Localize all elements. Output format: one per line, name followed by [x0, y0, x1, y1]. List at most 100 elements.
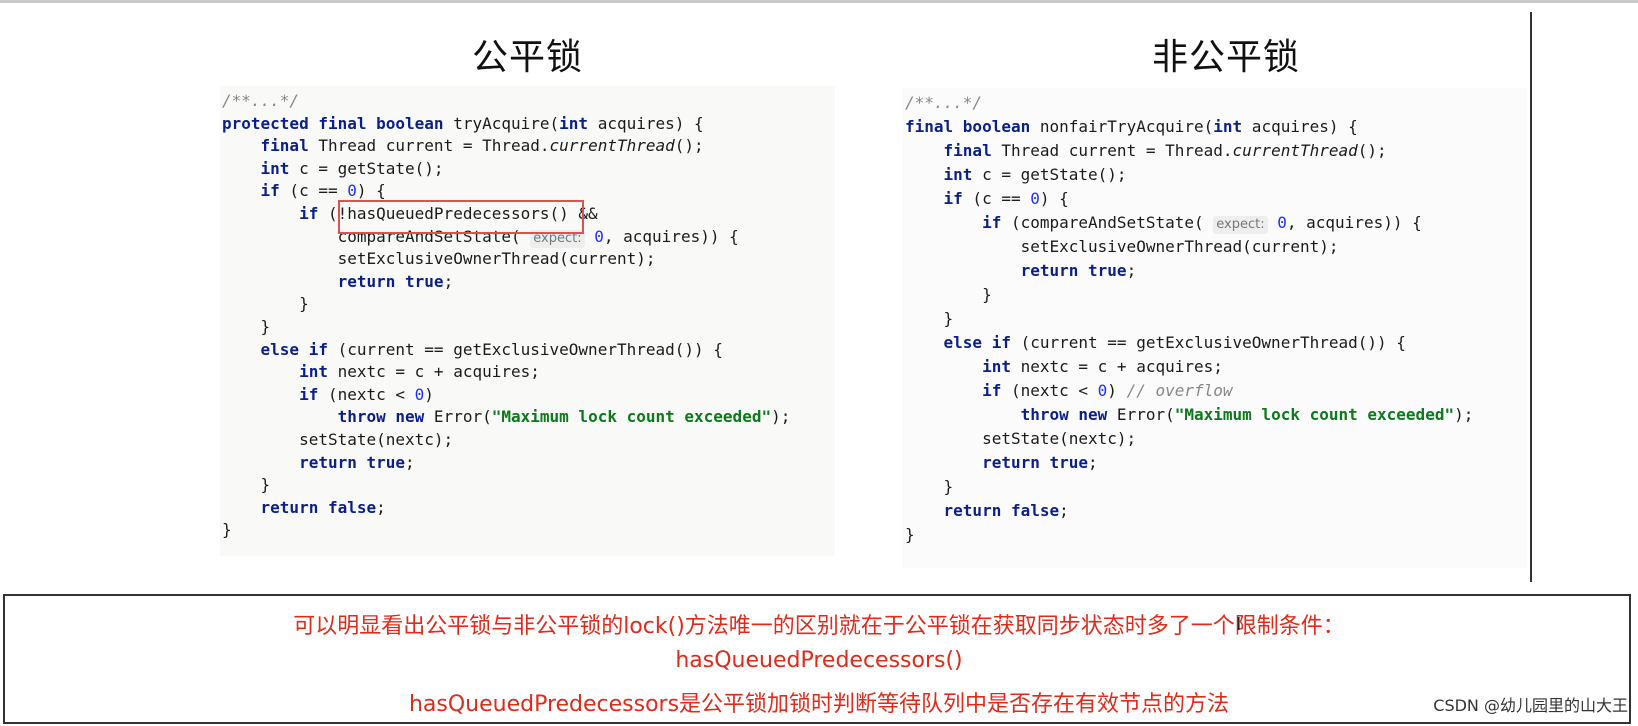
code-token: Thread current = Thread. — [991, 141, 1233, 160]
fair-code-background — [220, 86, 835, 556]
code-token: setExclusiveOwnerThread(current); — [905, 237, 1339, 256]
code-token: nonfairTryAcquire( — [1030, 117, 1214, 136]
code-token: ; — [376, 497, 386, 517]
fair-lock-title: 公平锁 — [472, 37, 584, 78]
code-token: nextc = c + acquires; — [327, 362, 540, 382]
code-token: if — [299, 204, 319, 223]
code-token: ; — [405, 452, 415, 472]
code-line: int c = getState(); — [905, 164, 1127, 186]
code-token: if — [299, 384, 319, 404]
code-token: return false — [260, 497, 377, 517]
code-token — [222, 136, 261, 155]
code-token: Error( — [424, 407, 492, 427]
code-token: 0 — [347, 181, 357, 201]
code-token: 0 — [414, 384, 425, 404]
code-token: protected final boolean — [222, 113, 444, 133]
code-token: return false — [943, 501, 1060, 520]
code-token: } — [222, 520, 232, 540]
code-token: return true — [337, 271, 444, 291]
code-line: compareAndSetState( expect: 0, acquires)… — [222, 226, 739, 248]
code-token: } — [222, 294, 309, 314]
code-token: /**...*/ — [222, 91, 300, 110]
code-token: nextc = c + acquires; — [1010, 357, 1223, 376]
explanation-line-2: hasQueuedPredecessors() — [675, 648, 963, 673]
code-token: (); — [1357, 141, 1387, 160]
code-token: (compareAndSetState( — [1001, 213, 1214, 232]
code-token — [905, 501, 944, 520]
code-line: int nextc = c + acquires; — [905, 356, 1223, 378]
code-token: return true — [982, 453, 1089, 472]
code-line: int nextc = c + acquires; — [222, 361, 540, 383]
code-token: int — [1213, 117, 1243, 136]
code-line: int c = getState(); — [222, 158, 444, 180]
code-token: acquires) { — [588, 113, 704, 133]
code-token: ) — [424, 384, 434, 404]
code-token: ); — [1454, 405, 1474, 424]
code-token: , acquires)) { — [603, 226, 739, 246]
code-token: 0 — [1030, 189, 1040, 208]
code-line: throw new Error("Maximum lock count exce… — [905, 404, 1474, 426]
code-token: return true — [299, 452, 406, 472]
csdn-watermark: CSDN @幼儿园里的山大王 — [1433, 696, 1628, 715]
code-line: return false; — [905, 500, 1069, 522]
code-line: if (nextc < 0) // overflow — [905, 380, 1232, 402]
code-token: } — [905, 309, 954, 328]
code-token: 0 — [1277, 213, 1287, 232]
code-token: Error( — [1107, 405, 1175, 424]
code-token: currentThread — [1232, 141, 1358, 160]
code-token: "Maximum lock count exceeded" — [491, 407, 772, 427]
code-token — [222, 181, 261, 200]
code-token: tryAcquire( — [443, 113, 560, 133]
code-token: ; — [1126, 261, 1137, 280]
code-token: (c == — [962, 189, 1031, 208]
code-token: c = getState(); — [289, 158, 444, 178]
code-token: ; — [1088, 453, 1098, 472]
code-token: } — [905, 525, 915, 544]
code-token — [222, 362, 299, 381]
code-token: ) { — [356, 181, 386, 201]
code-token: ; — [443, 271, 454, 291]
code-token: } — [222, 475, 271, 495]
code-token: final boolean — [905, 117, 1031, 136]
code-token: (current == getExclusiveOwnerThread()) { — [1010, 333, 1406, 352]
code-line: } — [222, 519, 232, 541]
parameter-hint: expect: — [530, 229, 585, 248]
code-token: (current == getExclusiveOwnerThread()) { — [327, 339, 723, 359]
code-token: (c == — [279, 181, 348, 201]
code-token — [585, 227, 595, 246]
code-line: setExclusiveOwnerThread(current); — [222, 248, 656, 270]
code-token — [222, 385, 299, 404]
code-token — [905, 165, 944, 184]
code-line: if (compareAndSetState( expect: 0, acqui… — [905, 212, 1422, 234]
code-token: int — [943, 165, 973, 184]
code-token — [222, 498, 261, 517]
code-token — [905, 141, 944, 160]
has-queued-predecessors-highlight — [338, 200, 584, 234]
code-token: ) — [1107, 381, 1127, 400]
code-line: } — [905, 308, 954, 330]
code-line: final Thread current = Thread.currentThr… — [905, 140, 1387, 162]
code-line: } — [222, 316, 271, 338]
code-line: if (nextc < 0) — [222, 384, 434, 406]
code-line: return true; — [222, 271, 454, 293]
text-cursor-icon: I — [1236, 614, 1242, 635]
code-token: if — [982, 213, 1002, 232]
code-token — [905, 189, 944, 208]
code-line: } — [222, 474, 271, 496]
code-token: return true — [1020, 261, 1127, 280]
explanation-line-1: 可以明显看出公平锁与非公平锁的lock()方法唯一的区别就在于公平锁在获取同步状… — [293, 614, 1345, 639]
code-line: protected final boolean tryAcquire(int a… — [222, 113, 704, 135]
code-token — [222, 453, 299, 472]
top-border — [0, 0, 1638, 3]
code-token — [222, 204, 299, 223]
code-token — [222, 272, 338, 291]
code-token: (); — [674, 136, 704, 156]
parameter-hint: expect: — [1213, 216, 1268, 234]
code-line: if (c == 0) { — [905, 188, 1069, 210]
code-line: setState(nextc); — [905, 428, 1136, 450]
code-token: compareAndSetState( — [222, 226, 531, 246]
code-token: setExclusiveOwnerThread(current); — [222, 249, 656, 269]
code-token: setState(nextc); — [905, 429, 1137, 448]
code-token: "Maximum lock count exceeded" — [1174, 405, 1455, 424]
code-token: int — [260, 158, 290, 178]
